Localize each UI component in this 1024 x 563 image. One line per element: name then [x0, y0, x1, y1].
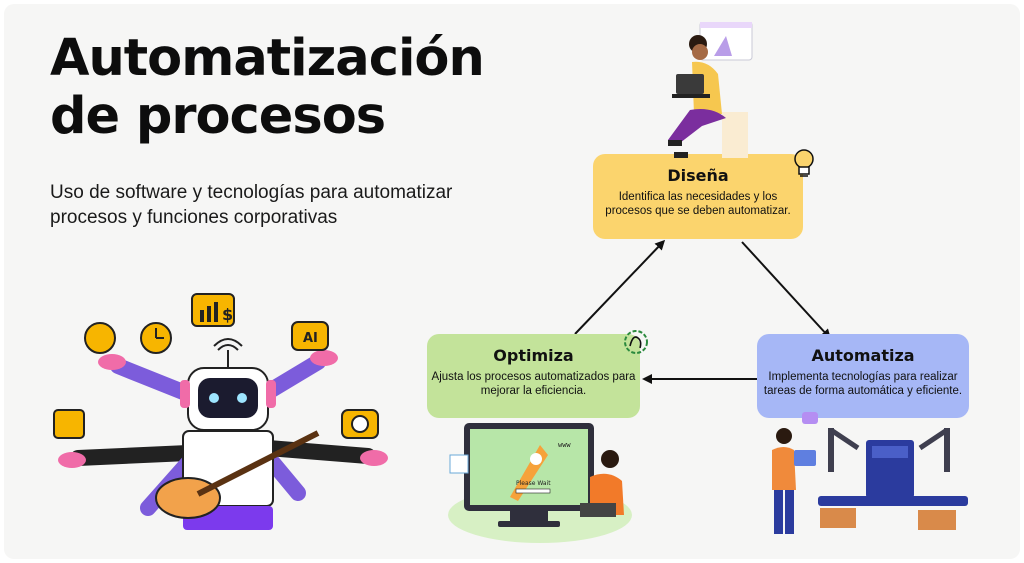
hand-gear-icon [624, 330, 648, 354]
arrow-optimiza-to-disena [574, 239, 666, 335]
title-line-1: Automatización [50, 29, 485, 88]
rocket-screen-illustration: www Please Wait [448, 423, 632, 543]
step-optimiza: Optimiza Ajusta los procesos automatizad… [427, 334, 640, 418]
slide-subtitle: Uso de software y tecnologías para autom… [50, 182, 453, 228]
step-automatiza-title: Automatiza [811, 346, 915, 365]
arrow-disena-to-automatiza [741, 241, 832, 340]
document-pencil-icon [53, 409, 85, 439]
slide-title: Automatización de procesos [50, 29, 485, 146]
step-disena: Diseña Identifica las necesidades y los … [593, 154, 803, 239]
palette-ai-icon: AI [291, 321, 329, 351]
step-automatiza-description: Implementa tecnologías para realizar tar… [763, 371, 963, 397]
step-automatiza: Automatiza Implementa tecnologías para r… [757, 334, 969, 418]
robot-multitask-illustration: $ AI [53, 293, 388, 530]
step-optimiza-description: Ajusta los procesos automatizados para m… [431, 371, 636, 397]
lightbulb-icon [794, 149, 814, 177]
svg-text:$: $ [222, 305, 233, 324]
step-disena-description: Identifica las necesidades y los proceso… [605, 191, 791, 217]
title-line-2: de procesos [50, 87, 386, 146]
ai-label: AI [303, 331, 318, 346]
please-wait-label: Please Wait [516, 480, 551, 487]
step-disena-title: Diseña [667, 166, 729, 185]
step-optimiza-title: Optimiza [493, 346, 574, 365]
person-laptop-illustration [668, 22, 753, 158]
factory-automation-illustration [772, 412, 968, 534]
www-label: www [558, 441, 571, 449]
